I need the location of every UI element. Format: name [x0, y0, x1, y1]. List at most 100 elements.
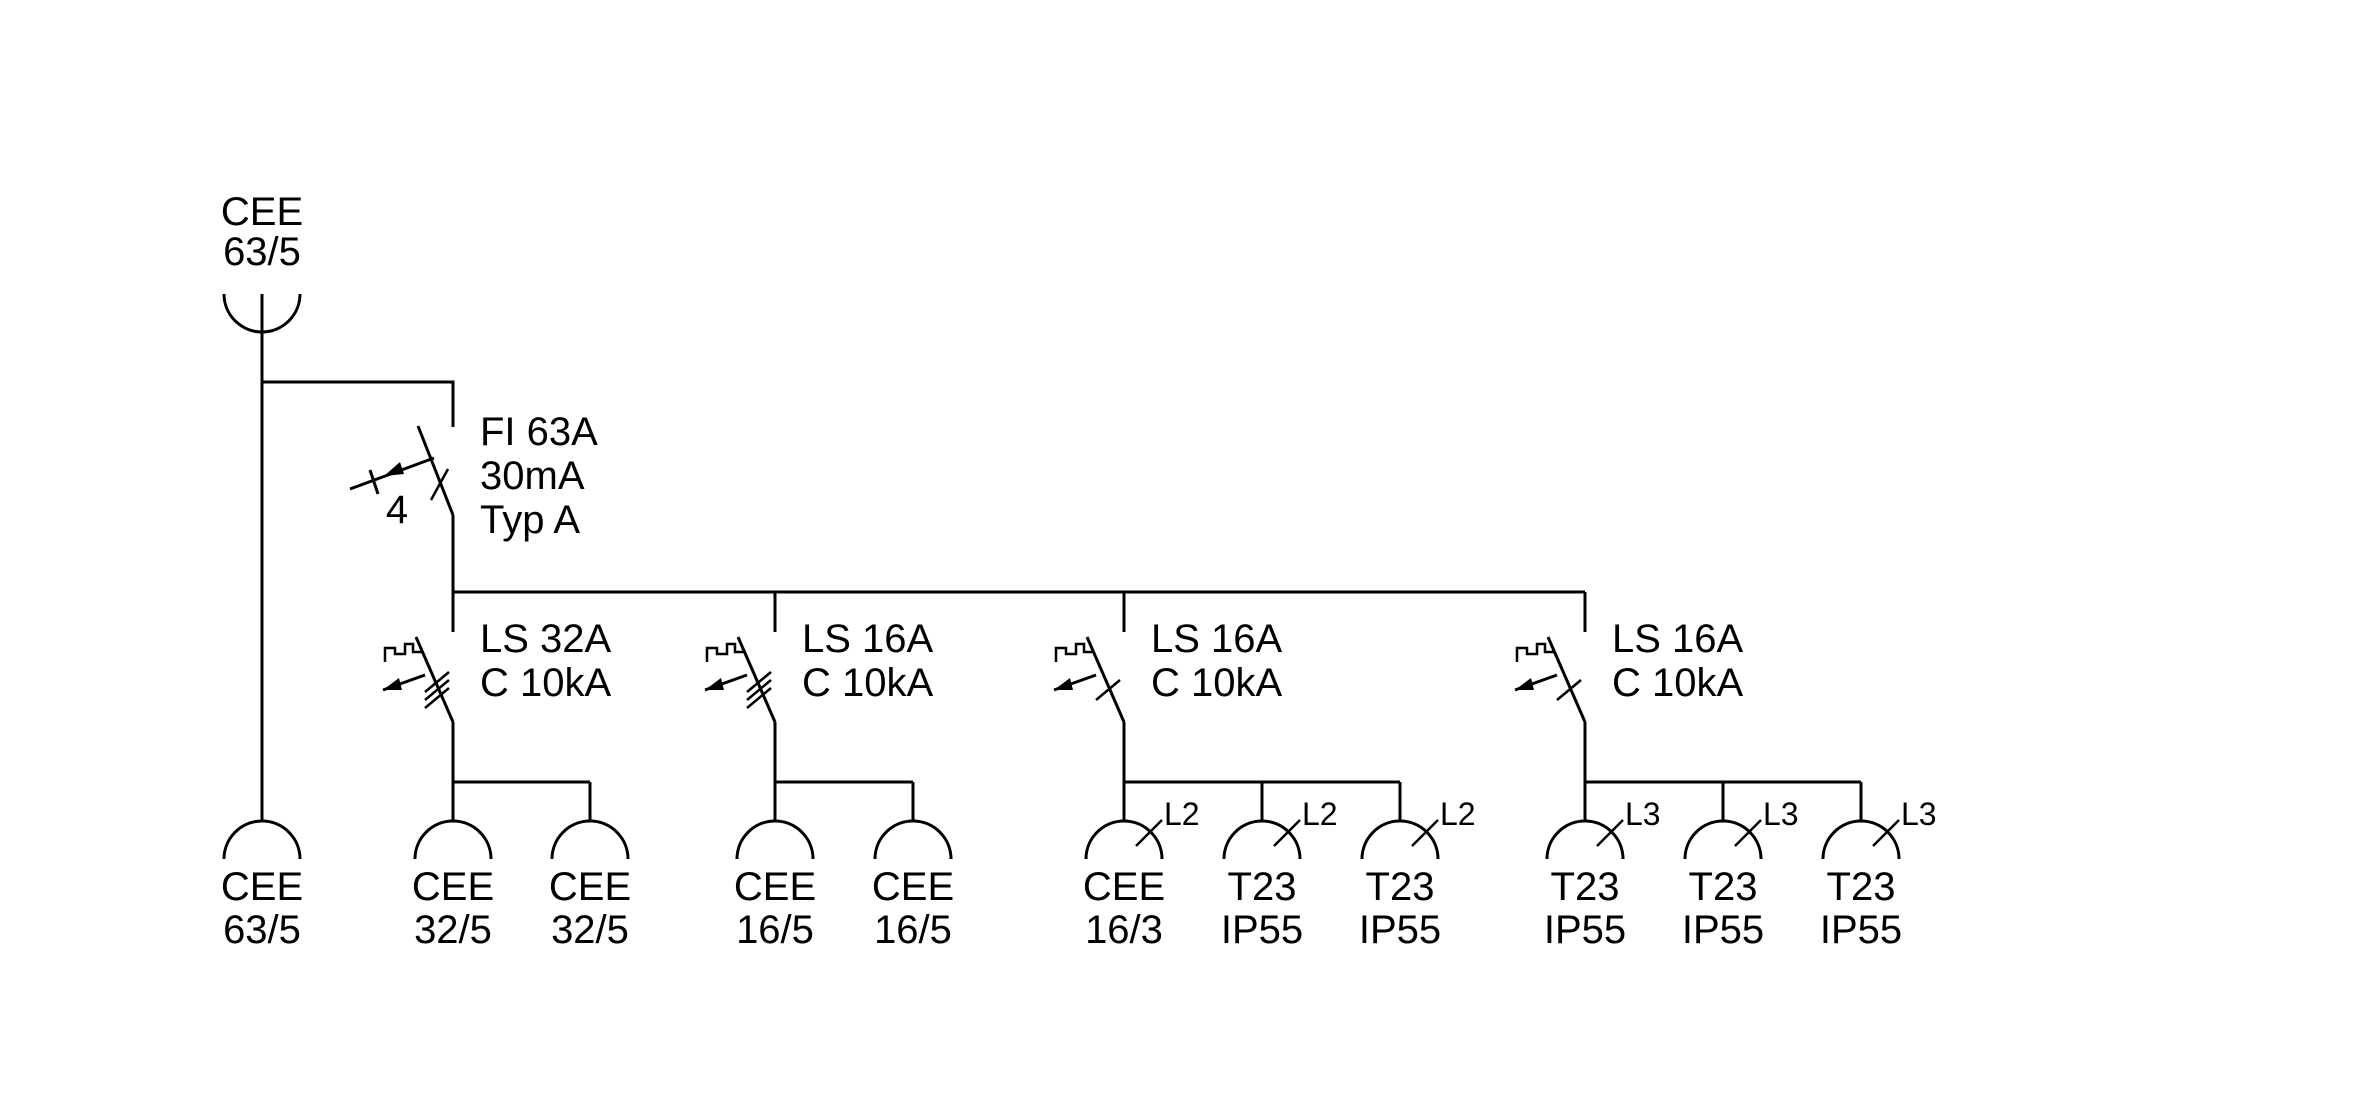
- rcd-label-sensitivity: 30mA: [480, 454, 585, 498]
- breaker-trip-arrow: [705, 678, 724, 690]
- outlet-label-type: T23: [1551, 865, 1620, 909]
- socket-symbol: [1545, 819, 1625, 860]
- phase-mark: [1872, 819, 1900, 847]
- outlet-label-type: CEE: [412, 865, 494, 909]
- breaker-contact-blade: [1085, 636, 1126, 723]
- outlet-label-type: CEE: [734, 865, 816, 909]
- breaker-label-rating: LS 16A: [802, 617, 934, 661]
- outlet-label-type: T23: [1366, 865, 1435, 909]
- outlet-phase-label: L2: [1440, 796, 1476, 832]
- outlet-label-rating: IP55: [1221, 908, 1303, 952]
- outlet-label-type: CEE: [872, 865, 954, 909]
- breaker-label-characteristic: C 10kA: [1151, 661, 1282, 705]
- outlet-phase-label: L2: [1302, 796, 1338, 832]
- phase-mark: [1411, 819, 1439, 847]
- breaker-trip-arrow: [1515, 678, 1534, 690]
- outlet-label-rating: IP55: [1544, 908, 1626, 952]
- outlet-label-rating: 32/5: [414, 908, 492, 952]
- socket-symbol: [550, 819, 630, 860]
- outlet-label-type: T23: [1827, 865, 1896, 909]
- outlet-phase-label: L3: [1901, 796, 1937, 832]
- outlet-label-rating: 16/5: [874, 908, 952, 952]
- outlet-label-rating: IP55: [1682, 908, 1764, 952]
- socket-symbol: [1222, 819, 1302, 860]
- rcd-pole-mark: [429, 468, 450, 501]
- socket-symbol: [1821, 819, 1901, 860]
- incoming-label-type: CEE: [221, 190, 303, 234]
- breaker-trip-symbol: [705, 642, 744, 662]
- socket-symbol: [1683, 819, 1763, 860]
- breaker-contact-blade: [414, 636, 455, 723]
- rcd-label-rating: FI 63A: [480, 410, 598, 454]
- outlet-label-type: CEE: [1083, 865, 1165, 909]
- breaker-label-characteristic: C 10kA: [802, 661, 933, 705]
- outlet-label-type: CEE: [221, 865, 303, 909]
- phase-mark: [1734, 819, 1762, 847]
- rcd-tap-line: [262, 380, 455, 423]
- breaker-trip-arrow: [383, 678, 402, 690]
- breaker-pole-mark: [746, 671, 772, 693]
- phase-mark: [1273, 819, 1301, 847]
- breaker-trip-symbol: [1054, 642, 1093, 662]
- breaker-trip-symbol: [383, 642, 422, 662]
- socket-symbol: [413, 819, 493, 860]
- breaker-label-characteristic: C 10kA: [480, 661, 611, 705]
- breaker-pole-mark: [424, 687, 450, 709]
- outlet-label-rating: 16/5: [736, 908, 814, 952]
- socket-symbol: [735, 819, 815, 860]
- phase-mark: [1596, 819, 1624, 847]
- phase-mark: [1135, 819, 1163, 847]
- breaker-label-rating: LS 32A: [480, 617, 612, 661]
- rcd-label-type: Typ A: [480, 498, 580, 542]
- outlet-label-rating: 32/5: [551, 908, 629, 952]
- breaker-label-characteristic: C 10kA: [1612, 661, 1743, 705]
- outlet-label-type: CEE: [549, 865, 631, 909]
- breaker-pole-mark: [746, 679, 772, 701]
- outlet-phase-label: L2: [1164, 796, 1200, 832]
- outlet-label-type: T23: [1689, 865, 1758, 909]
- breaker-contact-blade: [736, 636, 777, 723]
- rcd-pole-count: 4: [386, 488, 408, 532]
- outlets-group: CEE63/5CEE32/5CEE32/5CEE16/5CEE16/5CEE16…: [221, 796, 1937, 952]
- socket-symbol: [1084, 819, 1164, 860]
- socket-symbol: [1360, 819, 1440, 860]
- breaker-pole-mark: [1556, 679, 1582, 701]
- breaker-trip-symbol: [1515, 642, 1554, 662]
- rcd-switch: 4: [349, 423, 455, 592]
- breaker-pole-mark: [424, 679, 450, 701]
- outlet-label-type: T23: [1228, 865, 1297, 909]
- breaker-label-rating: LS 16A: [1151, 617, 1283, 661]
- rcd-contact-blade: [416, 425, 455, 516]
- incoming-connector: CEE 63/5: [221, 190, 303, 334]
- breaker-pole-mark: [424, 671, 450, 693]
- outlet-label-rating: IP55: [1359, 908, 1441, 952]
- breaker-contact-blade: [1546, 636, 1587, 723]
- outlet-phase-label: L3: [1625, 796, 1661, 832]
- breaker-trip-arrow: [1054, 678, 1073, 690]
- socket-symbol: [873, 819, 953, 860]
- breaker-pole-mark: [746, 687, 772, 709]
- outlet-label-rating: IP55: [1820, 908, 1902, 952]
- breaker-pole-mark: [1095, 679, 1121, 701]
- breaker-label-rating: LS 16A: [1612, 617, 1744, 661]
- outlet-label-rating: 16/3: [1085, 908, 1163, 952]
- socket-symbol: [222, 819, 302, 860]
- rcd-trip-arrow: [384, 462, 404, 476]
- outlet-phase-label: L3: [1763, 796, 1799, 832]
